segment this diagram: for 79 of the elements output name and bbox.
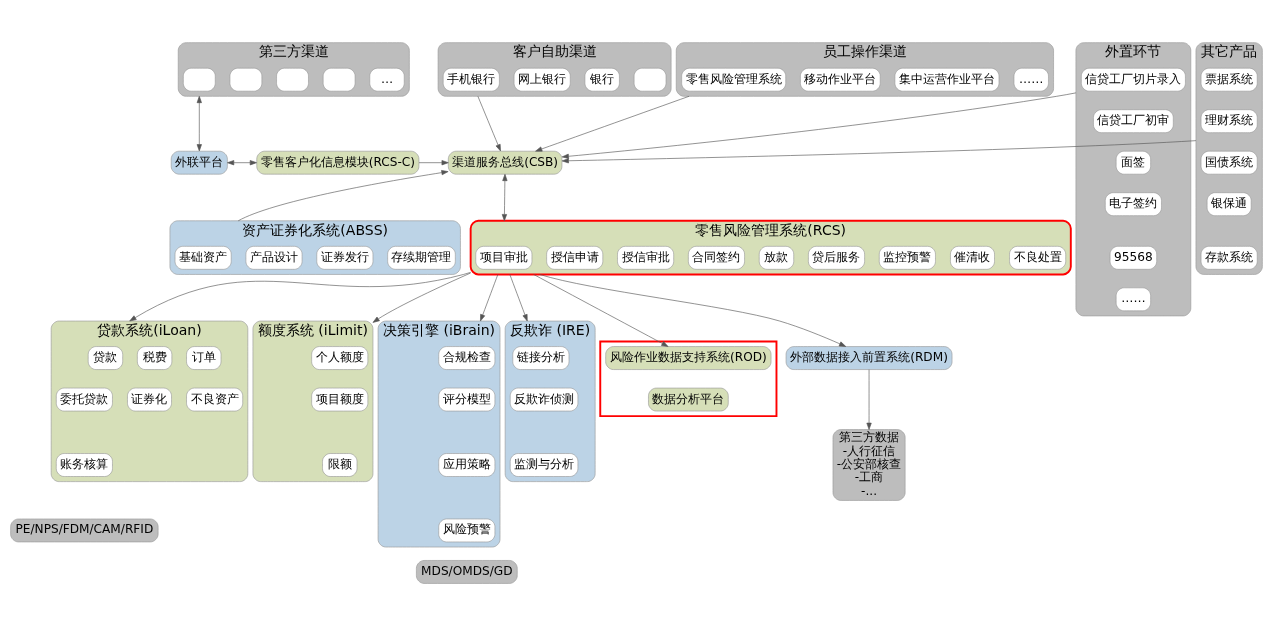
node-box: 外部数据接入前置系统(RDM) [785, 345, 953, 370]
node-box: 证券发行 [316, 245, 374, 270]
node-box: … [369, 67, 405, 91]
node-box: 风险作业数据支持系统(ROD) [605, 345, 772, 370]
node-box: 评分模型 [438, 387, 496, 411]
node-box: 税费 [137, 345, 173, 370]
node-box: 链接分析 [512, 345, 570, 370]
node-box: …… [1013, 67, 1049, 91]
node-box: 监测与分析 [509, 452, 579, 477]
arrow [533, 273, 669, 347]
node-box: 存款系统 [1200, 245, 1258, 270]
node-box: 不良资产 [186, 387, 244, 411]
node-box: 银行 [584, 67, 620, 91]
arrow [539, 273, 847, 347]
node-box: 放款 [758, 245, 795, 270]
node-box: 合规检查 [438, 345, 496, 370]
node-box: 网上银行 [513, 67, 571, 91]
arrow [509, 273, 528, 321]
arrow [477, 95, 501, 151]
node-box: 面签 [1115, 150, 1151, 174]
arrow [480, 273, 499, 321]
node-box [183, 67, 216, 91]
arrow [129, 271, 471, 321]
node-box: 数据分析平台 [648, 387, 729, 411]
node-box: 账务核算 [55, 452, 113, 477]
node-box: 移动作业平台 [800, 67, 881, 91]
node-box: 个人额度 [311, 345, 369, 370]
node-box [229, 67, 263, 91]
node-box: …… [1115, 287, 1151, 311]
node-box: 贷后服务 [808, 245, 865, 270]
node-box: 授信审批 [617, 245, 674, 270]
node-box: 外联平台 [170, 150, 228, 174]
node-box: 风险预警 [438, 518, 496, 542]
node-box [276, 67, 309, 91]
arrow [196, 95, 202, 151]
node-box: 应用策略 [438, 452, 496, 477]
arrow [866, 368, 872, 430]
node-box: 手机银行 [442, 67, 500, 91]
node-box: 电子签约 [1104, 191, 1162, 216]
node-box [322, 67, 356, 91]
node-box: 证券化 [127, 387, 172, 411]
node-box: 项目审批 [475, 245, 533, 270]
node-box: PE/NPS/FDM/CAM/RFID [10, 518, 159, 542]
arrow [237, 169, 449, 221]
node-box: 不良处置 [1009, 245, 1066, 270]
node-box: 银保通 [1206, 191, 1252, 216]
node-box: 贷款 [87, 345, 123, 370]
node-box: 国债系统 [1200, 150, 1258, 174]
node-box: 基础资产 [174, 245, 232, 270]
node-box: 合同签约 [688, 245, 745, 270]
node-box: MDS/OMDS/GD [416, 559, 518, 584]
arrow [418, 159, 449, 165]
arrow [372, 272, 471, 323]
node-box: 限额 [322, 452, 358, 477]
arrow [561, 92, 1077, 159]
node-box: 渠道服务总线(CSB) [448, 150, 563, 174]
arrow [561, 139, 1197, 163]
node-box: 委托贷款 [55, 387, 113, 411]
node-box: 产品设计 [245, 245, 303, 270]
node-box: 理财系统 [1200, 108, 1258, 133]
arrow [535, 95, 690, 151]
node-box: 集中运营作业平台 [894, 67, 1000, 91]
node-box: 催清收 [950, 245, 995, 270]
node-box: 反欺诈侦测 [509, 387, 579, 411]
node-box: 票据系统 [1200, 67, 1258, 91]
node-box: 授信申请 [546, 245, 604, 270]
node-box: 监控预警 [878, 245, 936, 270]
node-box: 订单 [186, 345, 222, 370]
node-box: 95568 [1109, 245, 1157, 270]
node-box: 零售客户化信息模块(RCS-C) [256, 150, 420, 174]
node-box: 第三方数据 -人行征信 -公安部核查 -工商 -... [832, 428, 906, 501]
node-box: 信贷工厂切片录入 [1081, 67, 1186, 91]
node-box: 项目额度 [311, 387, 369, 411]
node-box: 零售风险管理系统 [681, 67, 787, 91]
node-box: 存续期管理 [387, 245, 456, 270]
node-box: 信贷工厂初审 [1093, 108, 1174, 133]
node-box [633, 67, 667, 91]
arrow [501, 173, 508, 221]
arrow [227, 159, 257, 165]
